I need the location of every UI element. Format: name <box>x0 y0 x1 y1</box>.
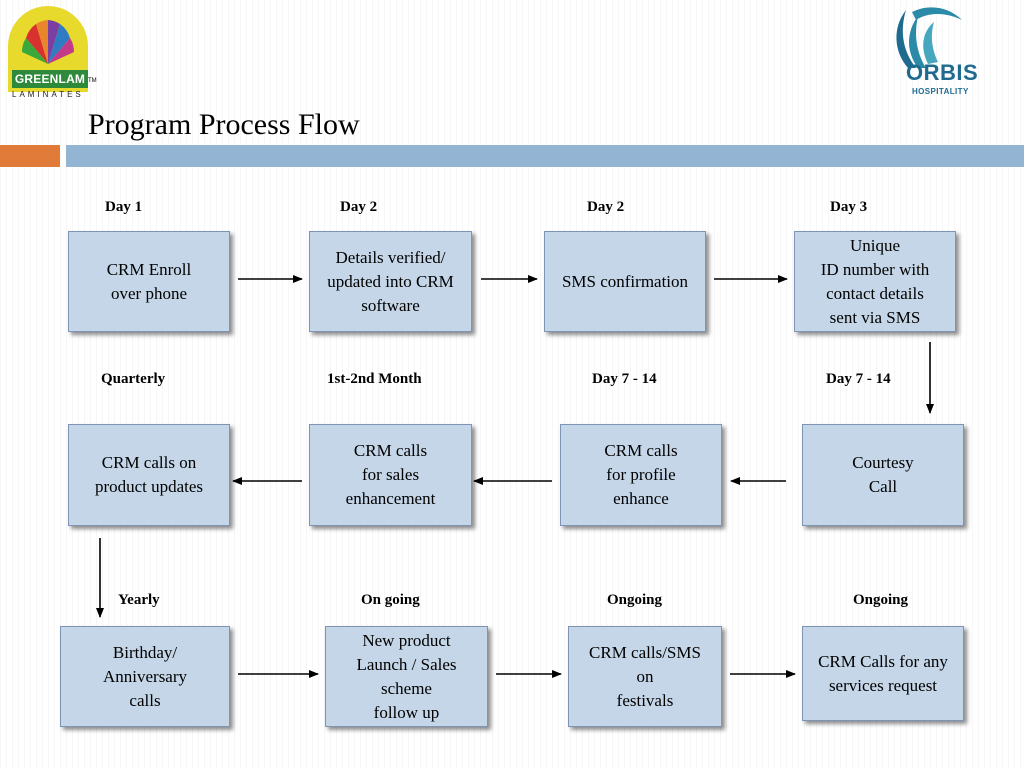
label-day3: Day 3 <box>830 199 868 215</box>
accent-bar-blue <box>66 145 1024 167</box>
greenlam-logo: GREENLAM TM LAMINATES <box>6 4 97 99</box>
label-day714a: Day 7 - 14 <box>592 371 657 387</box>
box-unique-id: Unique ID number with contact details se… <box>794 231 956 332</box>
label-ongoing2: Ongoing <box>607 592 663 608</box>
box-courtesy-call: Courtesy Call <box>802 424 964 526</box>
label-month: 1st-2nd Month <box>327 371 422 387</box>
orbis-logo: ORBIS HOSPITALITY <box>884 2 994 98</box>
label-day2a: Day 2 <box>340 199 378 215</box>
accent-bar-orange <box>0 145 60 167</box>
box-crm-profile: CRM calls for profile enhance <box>560 424 722 526</box>
logo-right-word: ORBIS <box>906 60 979 85</box>
box-sms-confirmation: SMS confirmation <box>544 231 706 332</box>
page-title: Program Process Flow <box>88 108 360 141</box>
label-yearly: Yearly <box>118 592 160 608</box>
box-crm-product-updates: CRM calls on product updates <box>68 424 230 526</box>
logo-right-sub: HOSPITALITY <box>912 87 969 96</box>
box-birthday: Birthday/ Anniversary calls <box>60 626 230 727</box>
box-crm-sales: CRM calls for sales enhancement <box>309 424 472 526</box>
logo-left-word: GREENLAM <box>12 70 88 88</box>
box-crm-services: CRM Calls for any services request <box>802 626 964 721</box>
logo-left-sub: LAMINATES <box>12 90 84 99</box>
orbis-swirl-icon <box>896 7 962 68</box>
fan-icon <box>21 20 75 64</box>
logo-left-tm: TM <box>88 78 97 84</box>
label-ongoing3: Ongoing <box>853 592 909 608</box>
label-day1: Day 1 <box>105 199 143 215</box>
box-details-verified: Details verified/ updated into CRM softw… <box>309 231 472 332</box>
label-day2b: Day 2 <box>587 199 625 215</box>
box-new-product: New product Launch / Sales scheme follow… <box>325 626 488 727</box>
label-quarterly: Quarterly <box>101 371 166 387</box>
box-crm-enroll: CRM Enroll over phone <box>68 231 230 332</box>
label-ongoing1: On going <box>361 592 420 608</box>
label-day714b: Day 7 - 14 <box>826 371 891 387</box>
box-crm-festivals: CRM calls/SMS on festivals <box>568 626 722 727</box>
